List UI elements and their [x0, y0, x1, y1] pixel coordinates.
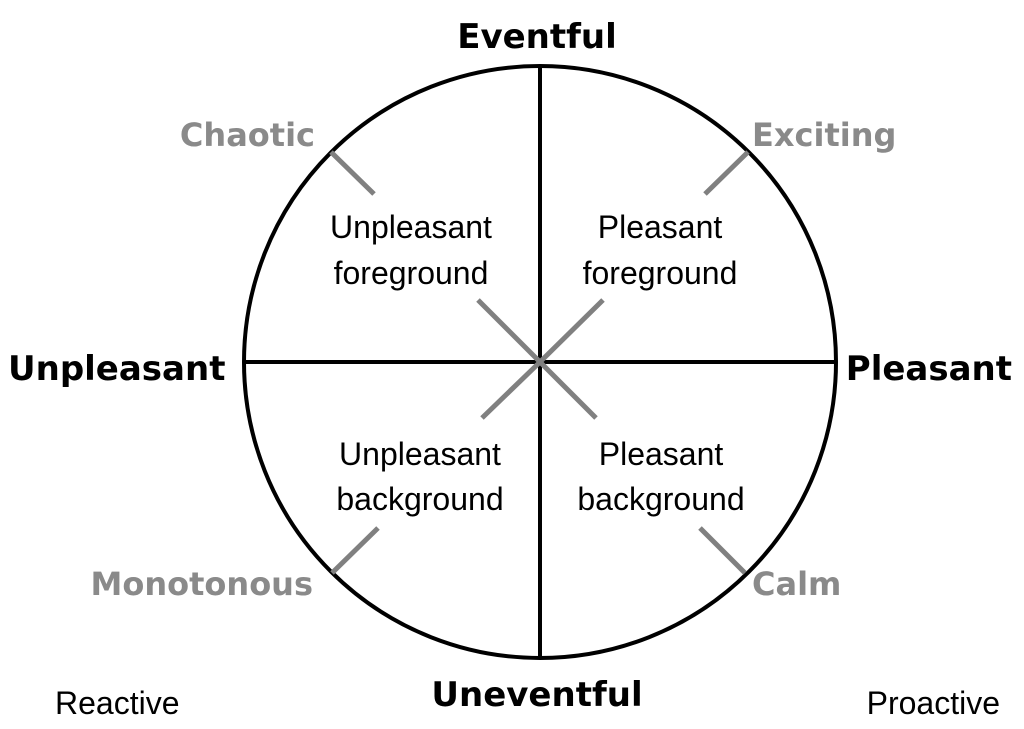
axis-label-unpleasant: Unpleasant — [8, 349, 225, 389]
quadrant-top-left-line2: foreground — [334, 255, 489, 291]
diagonal-label-exciting: Exciting — [752, 116, 896, 154]
diagonal-inner-bottom-right — [538, 360, 598, 420]
quadrant-bottom-right-line1: Pleasant — [599, 436, 724, 472]
axis-label-eventful: Eventful — [457, 17, 617, 57]
corner-label-proactive: Proactive — [867, 685, 1000, 721]
quadrant-bottom-left-line2: background — [336, 481, 503, 517]
diagonal-lines — [329, 150, 750, 575]
quadrant-top-right-line2: foreground — [583, 255, 738, 291]
diagonal-outer-bottom-right — [698, 526, 747, 575]
diagonal-inner-bottom-left — [480, 360, 542, 420]
quadrant-bottom-right-line2: background — [577, 481, 744, 517]
diagonal-outer-top-right — [703, 150, 750, 196]
quadrant-bottom-left: Unpleasant background — [336, 436, 503, 517]
diagonal-inner-top-left — [476, 298, 542, 364]
quadrant-top-left-line1: Unpleasant — [330, 209, 492, 245]
quadrant-top-right: Pleasant foreground — [583, 209, 738, 291]
diagonal-label-chaotic: Chaotic — [180, 116, 315, 154]
axis-label-uneventful: Uneventful — [431, 675, 642, 715]
corner-label-reactive: Reactive — [55, 685, 180, 721]
diagonal-label-monotonous: Monotonous — [91, 565, 313, 603]
quadrant-top-left: Unpleasant foreground — [330, 209, 492, 291]
diagonal-outer-bottom-left — [330, 526, 380, 575]
diagonal-outer-top-left — [329, 150, 376, 196]
diagonal-label-calm: Calm — [752, 565, 841, 603]
quadrant-bottom-left-line1: Unpleasant — [339, 436, 501, 472]
quadrant-bottom-right: Pleasant background — [577, 436, 744, 517]
quadrant-top-right-line1: Pleasant — [598, 209, 723, 245]
axis-label-pleasant: Pleasant — [846, 349, 1012, 389]
diagonal-inner-top-right — [538, 298, 605, 364]
